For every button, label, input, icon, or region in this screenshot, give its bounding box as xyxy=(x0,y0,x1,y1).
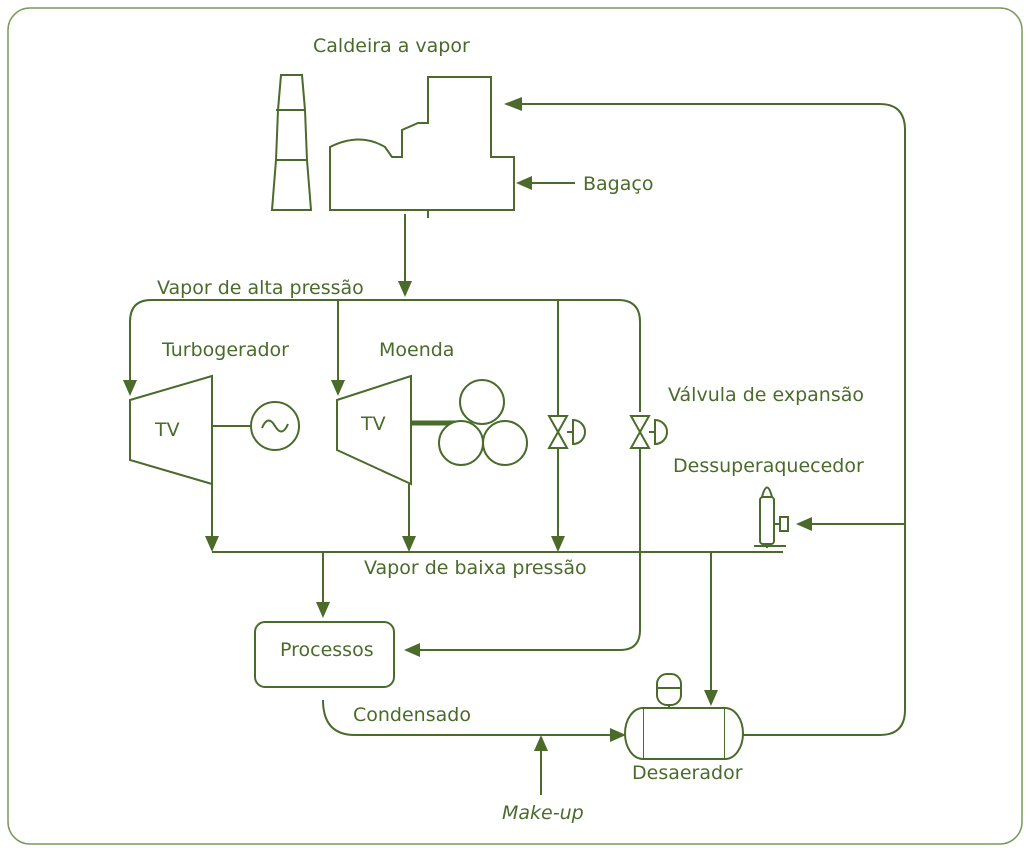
deaerator-dome xyxy=(656,673,682,706)
processos-inlet-arrowhead xyxy=(404,643,420,657)
valve-actuator-2 xyxy=(649,418,668,446)
condensado-label: Condensado xyxy=(353,704,471,726)
moenda-label: Moenda xyxy=(379,339,454,361)
lp-desaerador-arrowhead xyxy=(704,690,718,706)
hp-branch-left xyxy=(129,299,152,380)
feedwater-return xyxy=(522,103,906,736)
processos-box xyxy=(254,621,395,688)
boiler xyxy=(270,74,515,218)
deaerator-left-cap xyxy=(624,707,644,760)
desuperheater-nozzle xyxy=(779,516,789,532)
desuperheater xyxy=(754,486,789,548)
tv1-exhaust-arrowhead xyxy=(205,536,219,552)
hp-label: Vapor de alta pressão xyxy=(157,277,364,299)
boiler-label: Caldeira a vapor xyxy=(313,35,470,57)
tv1-label: TV xyxy=(154,419,180,441)
chimney-bands xyxy=(275,109,307,161)
desaerador-label: Desaerador xyxy=(632,762,743,784)
deaerator-right-cap xyxy=(724,707,744,760)
mill-roller-left xyxy=(438,420,484,466)
tv2-exhaust-arrowhead xyxy=(402,536,416,552)
bagaco-arrowhead xyxy=(516,176,532,190)
diagram-frame xyxy=(7,7,1023,845)
tv2-label: TV xyxy=(360,413,386,435)
valve1-arrowhead xyxy=(551,536,565,552)
desuperheater-cap xyxy=(761,486,773,498)
valve-actuator-1 xyxy=(567,418,586,446)
deaerator-body xyxy=(642,707,726,760)
dessuperaquecedor-label: Dessuperaquecedor xyxy=(673,455,864,477)
bagaco-label: Bagaço xyxy=(583,173,653,195)
turbine-tv2 xyxy=(336,374,412,486)
processos-label: Processos xyxy=(280,639,374,661)
desuperheater-inlet-arrowhead xyxy=(796,517,812,531)
sine-wave-icon xyxy=(261,419,289,433)
feedwater-boiler-arrowhead xyxy=(504,97,522,111)
expansion-valve-1 xyxy=(547,415,586,449)
boiler-body xyxy=(329,76,515,211)
condensate-arrowhead xyxy=(610,728,626,742)
deaerator xyxy=(624,673,744,760)
hp-arrowhead-turbogerador xyxy=(123,380,137,396)
makeup-label: Make-up xyxy=(502,802,584,824)
valve-body-2 xyxy=(629,415,651,449)
hp-branch-right xyxy=(617,299,641,412)
condensate-line xyxy=(322,699,610,736)
lp-label: Vapor de baixa pressão xyxy=(364,557,587,579)
boiler-steam-arrowhead xyxy=(398,281,412,297)
valve2-outlet-b xyxy=(420,629,641,651)
expansion-valve-2 xyxy=(629,415,668,449)
mill-roller-top xyxy=(459,379,505,425)
hp-arrowhead-moenda xyxy=(331,380,345,396)
makeup-arrowhead xyxy=(534,735,548,751)
mill-roller-right xyxy=(482,420,528,466)
chimney xyxy=(270,74,313,211)
valve-body-1 xyxy=(547,415,569,449)
turbogerador-label: Turbogerador xyxy=(161,339,289,361)
valvula-label: Válvula de expansão xyxy=(668,384,864,406)
lp-processos-arrowhead xyxy=(316,602,330,618)
desuperheater-body xyxy=(759,496,775,545)
